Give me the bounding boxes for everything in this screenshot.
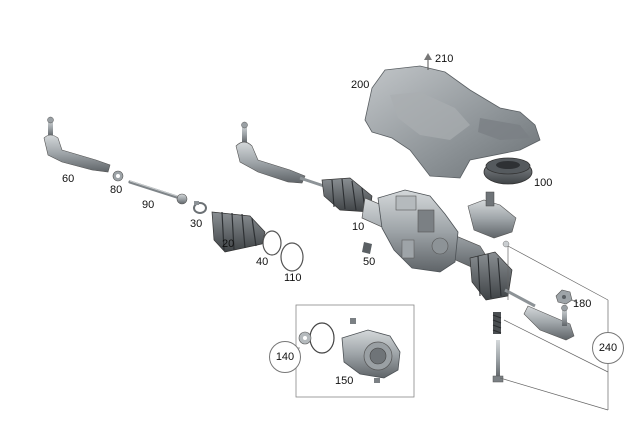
gear-140 <box>298 331 312 345</box>
tie-rod-end-60 <box>43 116 111 173</box>
bolt-240 <box>492 340 504 383</box>
callout-80: 80 <box>110 184 123 196</box>
spring-240 <box>492 312 502 334</box>
bellows-20 <box>211 211 266 253</box>
callout-40: 40 <box>256 256 269 268</box>
nut-80 <box>112 170 124 182</box>
callout-200: 200 <box>351 79 370 91</box>
inner-tie-rod-90 <box>128 180 188 205</box>
steering-rack-10 <box>235 121 536 308</box>
callout-90: 90 <box>142 199 155 211</box>
callout-150: 150 <box>335 375 354 387</box>
callout-110: 110 <box>284 272 302 284</box>
callout-210: 210 <box>435 53 454 65</box>
motor-unit-150 <box>341 318 401 383</box>
washer-small <box>502 240 510 248</box>
callout-10: 10 <box>352 221 365 233</box>
callout-50: 50 <box>363 256 376 268</box>
callout-30: 30 <box>190 218 203 230</box>
callout-60: 60 <box>62 173 75 185</box>
callout-240: 240 <box>592 332 624 364</box>
o-ring-110 <box>280 242 304 272</box>
heat-shield-200 <box>364 65 541 179</box>
tie-rod-end-right <box>523 304 575 341</box>
callout-20: 20 <box>222 238 235 250</box>
clip-210 <box>424 53 432 70</box>
callout-lines-240 <box>499 245 609 411</box>
clamp-30 <box>193 201 207 214</box>
nut-180 <box>555 289 573 305</box>
seal-ring-100 <box>483 157 533 185</box>
callout-140: 140 <box>269 341 301 373</box>
o-ring-40 <box>262 230 282 256</box>
callout-180: 180 <box>573 298 592 310</box>
callout-line-180 <box>571 299 579 304</box>
o-ring-140 <box>309 322 335 354</box>
bolt-50 <box>362 242 372 254</box>
callout-100: 100 <box>534 177 553 189</box>
